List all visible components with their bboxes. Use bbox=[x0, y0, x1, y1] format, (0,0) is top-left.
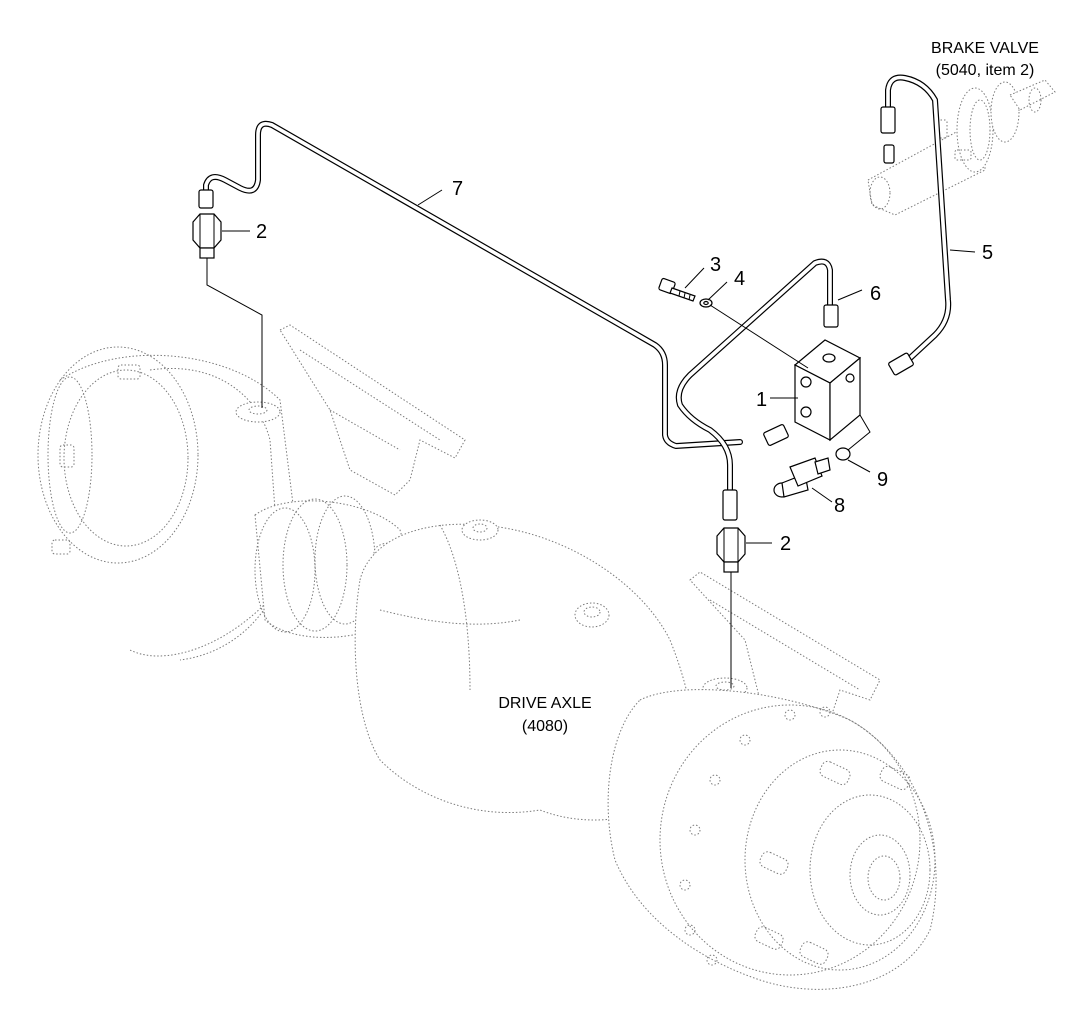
callout-part-2-left: 2 bbox=[256, 221, 267, 243]
drive-axle-outline bbox=[37, 324, 937, 990]
left-wheel-hub bbox=[37, 346, 301, 661]
callout-part-6: 6 bbox=[870, 283, 881, 305]
callout-part-5: 5 bbox=[982, 242, 993, 264]
callout-part-3: 3 bbox=[710, 254, 721, 276]
drive-axle-reference: (4080) bbox=[522, 718, 568, 735]
callout-part-8: 8 bbox=[834, 495, 845, 517]
brake-valve-title: BRAKE VALVE bbox=[931, 40, 1039, 57]
callout-part-2-center: 2 bbox=[780, 533, 791, 555]
o-ring bbox=[835, 447, 851, 461]
adaptor-fitting-center bbox=[716, 527, 746, 573]
callout-part-1: 1 bbox=[756, 389, 767, 411]
adaptor-fitting-left bbox=[192, 213, 222, 259]
distribution-block bbox=[793, 339, 862, 442]
drive-axle-title: DRIVE AXLE bbox=[498, 695, 591, 712]
leader-lines bbox=[206, 189, 976, 688]
left-mount-bracket bbox=[235, 324, 466, 496]
callout-part-4: 4 bbox=[734, 268, 745, 290]
bolt bbox=[658, 277, 696, 302]
right-wheel-hub bbox=[607, 689, 937, 990]
pressure-switch bbox=[773, 457, 831, 498]
brake-line-6 bbox=[675, 258, 833, 495]
differential-housing bbox=[354, 519, 695, 821]
washer bbox=[699, 298, 713, 308]
brake-valve-reference: (5040, item 2) bbox=[936, 62, 1035, 79]
tube-fittings bbox=[198, 106, 914, 521]
callout-part-7: 7 bbox=[452, 178, 463, 200]
callout-part-9: 9 bbox=[877, 469, 888, 491]
brake-line-7 bbox=[203, 120, 743, 449]
brake-valve-outline bbox=[867, 79, 1056, 216]
brake-line-5 bbox=[885, 74, 952, 363]
